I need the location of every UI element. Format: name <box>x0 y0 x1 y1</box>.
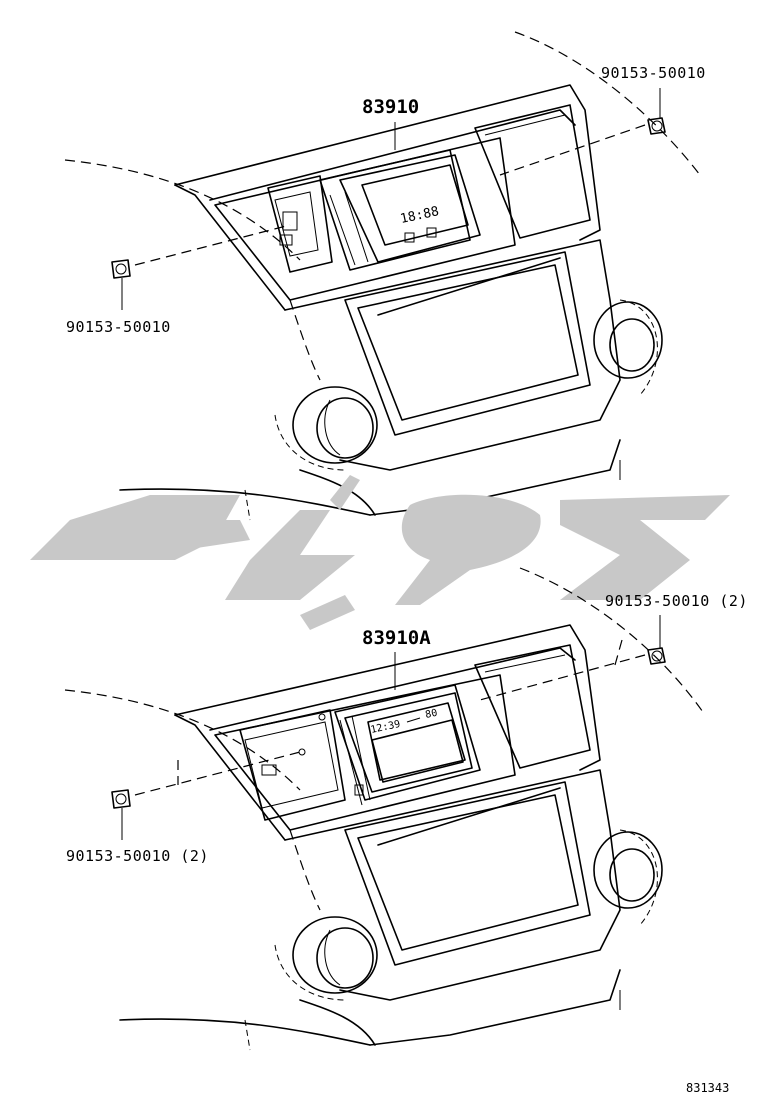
watermark-logo <box>30 475 730 630</box>
screw-label-right-bottom: 90153-50010 (2) <box>605 592 748 610</box>
screw-left-top <box>111 224 291 310</box>
screw-label-left-top: 90153-50010 <box>66 318 171 336</box>
top-assembly: 18:88 <box>64 31 706 521</box>
screw-label-right-top: 90153-50010 <box>601 64 706 82</box>
screw-right-bottom <box>479 615 666 701</box>
display-module: 12:39 80 <box>239 684 481 821</box>
knob-left <box>274 386 378 471</box>
clock-module: 18:88 <box>267 149 481 273</box>
knob-left-bottom <box>274 916 378 1001</box>
screw-left-bottom <box>111 751 301 840</box>
bottom-assembly: 12:39 80 <box>64 567 748 1051</box>
display-temp: 80 <box>424 708 438 721</box>
clock-button-icon <box>404 232 415 243</box>
screw-right-top <box>499 88 666 176</box>
screw-label-left-bottom: 90153-50010 (2) <box>66 847 209 865</box>
clock-button-icon <box>426 227 437 238</box>
knob-right <box>593 299 663 396</box>
knob-right-bottom <box>593 829 663 926</box>
clock-readout: 18:88 <box>399 204 440 227</box>
part-label-83910: 83910 <box>362 96 419 118</box>
part-label-83910a: 83910A <box>362 627 431 649</box>
figure-code: 831343 <box>686 1081 729 1095</box>
